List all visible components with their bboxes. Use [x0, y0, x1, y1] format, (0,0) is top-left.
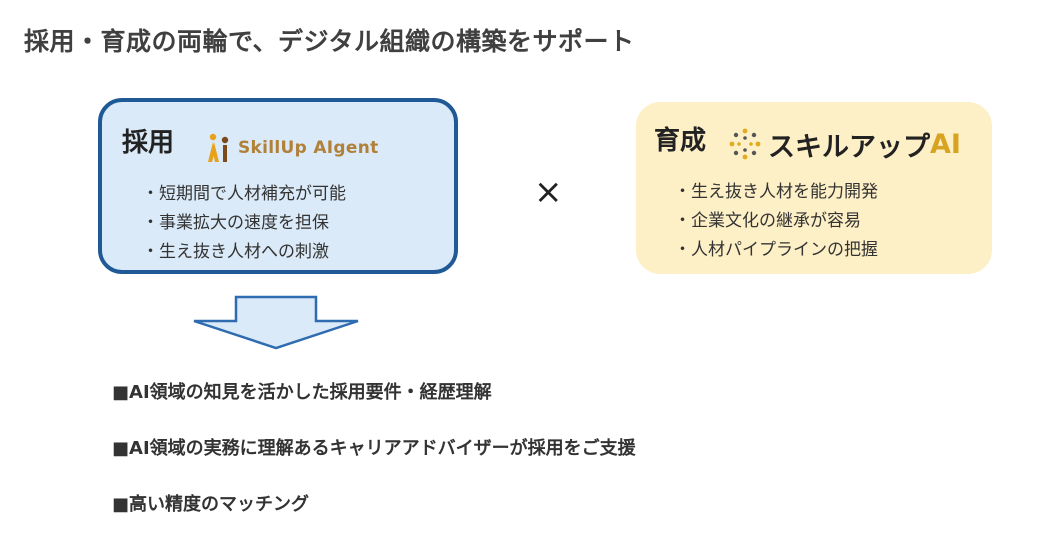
list-item: ・短期間で人材補充が可能 — [142, 184, 346, 204]
list-item: ■高い精度のマッチング — [112, 494, 310, 515]
list-item: ■AI領域の実務に理解あるキャリアアドバイザーが採用をご支援 — [112, 438, 636, 459]
training-heading: 育成 — [654, 126, 707, 156]
skillup-aigent-logo: SkillUp AIgent — [206, 130, 379, 166]
skillup-aigent-logo-text: SkillUp AIgent — [238, 138, 379, 158]
list-item: ・生え抜き人材を能力開発 — [674, 182, 878, 202]
down-arrow-icon — [193, 295, 359, 350]
service-points-list: ■AI領域の知見を活かした採用要件・経歴理解 ■AI領域の実務に理解あるキャリア… — [112, 376, 636, 544]
training-benefits-list: ・生え抜き人材を能力開発 ・企業文化の継承が容易 ・人材パイプラインの把握 — [674, 178, 878, 265]
page-title: 採用・育成の両輪で、デジタル組織の構築をサポート — [24, 27, 635, 56]
recruit-heading: 採用 — [122, 128, 175, 158]
skillup-ai-logo: スキルアップ AI — [728, 124, 961, 164]
skillup-ai-logo-ai: AI — [930, 128, 961, 160]
list-item: ・生え抜き人材への刺激 — [142, 242, 329, 262]
training-box: 育成 スキルアップ AI ・生え抜き人材を能力開発 ・企業文化の継承が容易 ・人… — [636, 102, 992, 274]
list-item: ・事業拡大の速度を担保 — [142, 213, 329, 233]
skillup-ai-logo-text: スキルアップ — [768, 131, 930, 163]
times-symbol: × — [534, 172, 563, 212]
list-item: ■AI領域の知見を活かした採用要件・経歴理解 — [112, 382, 492, 403]
sparkle-dots-icon — [729, 128, 761, 160]
list-item: ・企業文化の継承が容易 — [674, 211, 861, 231]
list-item: ・人材パイプラインの把握 — [674, 240, 878, 260]
skillup-aigent-logo-icon — [208, 133, 229, 162]
recruit-benefits-list: ・短期間で人材補充が可能 ・事業拡大の速度を担保 ・生え抜き人材への刺激 — [142, 180, 346, 267]
recruit-box: 採用 SkillUp AIgent ・短期間で人材補充が可能 ・事業拡大の速度を… — [98, 98, 458, 274]
